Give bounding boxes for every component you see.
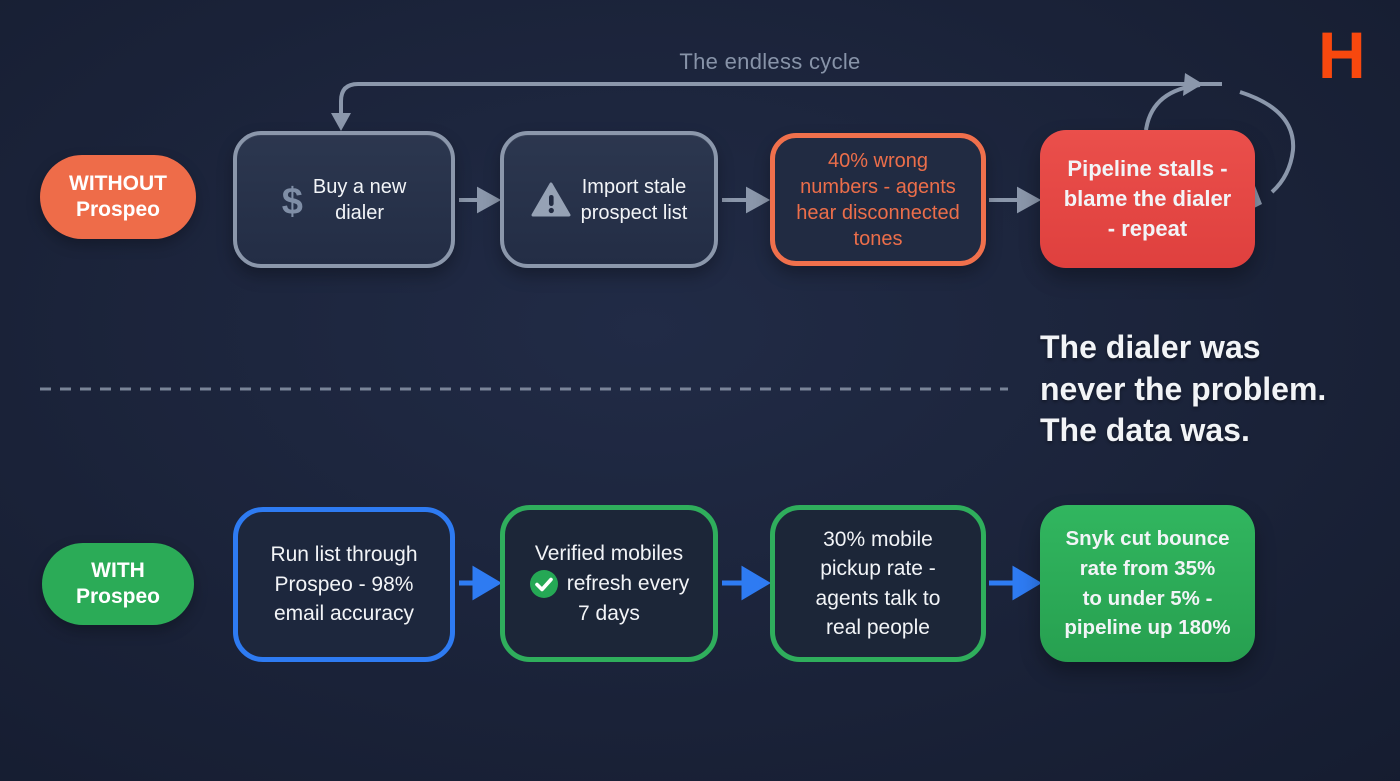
step-text: Snyk cut bounce — [1065, 527, 1230, 551]
step-text: refresh every — [566, 571, 690, 595]
step-text: dialer — [335, 201, 385, 224]
badge-line: WITH — [91, 558, 145, 582]
step-pipeline-stalls: Pipeline stalls - blame the dialer - rep… — [1040, 130, 1255, 268]
step-text: numbers - agents — [800, 175, 956, 198]
step-run-list-prospeo: Run list through Prospeo - 98% email acc… — [233, 507, 455, 662]
step-text: hear disconnected — [796, 201, 960, 224]
endless-cycle-line — [339, 82, 1222, 114]
endless-cycle-label: The endless cycle — [679, 49, 861, 74]
step-text: 40% wrong — [827, 149, 929, 172]
step-text: blame the dialer — [1063, 186, 1232, 212]
step-buy-new-dialer: $ Buy a new dialer — [233, 131, 455, 268]
step-text: pickup rate - — [820, 557, 936, 581]
step-import-stale-list: Import stale prospect list — [500, 131, 718, 268]
dollar-icon: $ — [281, 180, 303, 223]
step-text: Buy a new — [312, 175, 407, 198]
step-snyk-result: Snyk cut bounce rate from 35% to under 5… — [1040, 505, 1255, 662]
step-text: - repeat — [1107, 215, 1188, 241]
without-prospeo-badge: WITHOUT Prospeo — [40, 155, 196, 239]
flow-arrow-icon — [1017, 186, 1042, 214]
badge-line: Prospeo — [75, 585, 161, 608]
loop-arrow-icon — [1183, 73, 1203, 96]
step-text: Import stale — [581, 175, 687, 198]
step-text: 30% mobile — [823, 527, 933, 551]
step-text: Prospeo - 98% — [274, 572, 414, 596]
warning-icon — [531, 182, 571, 216]
headline: The dialer was never the problem. The da… — [1040, 327, 1400, 452]
flow-arrow-icon — [1012, 565, 1042, 601]
step-text: real people — [826, 615, 930, 639]
step-wrong-numbers: 40% wrong numbers - agents hear disconne… — [770, 133, 986, 266]
step-mobile-pickup-rate: 30% mobile pickup rate - agents talk to … — [770, 505, 986, 662]
step-text: prospect list — [580, 201, 688, 224]
headline-line: The dialer was — [1040, 329, 1261, 365]
step-text: agents talk to — [815, 586, 941, 610]
step-text: Pipeline stalls - — [1067, 156, 1228, 182]
headline-line: never the problem. — [1040, 370, 1327, 407]
loop-arrow-icon — [331, 113, 351, 131]
with-prospeo-badge: WITH Prospeo — [42, 543, 194, 625]
flow-arrow-icon — [746, 186, 771, 214]
step-text: Verified mobiles — [534, 542, 684, 566]
loop-arc-left — [1144, 83, 1201, 131]
check-icon — [529, 569, 558, 598]
brand-h-logo: H — [1318, 18, 1366, 92]
step-text: pipeline up 180% — [1064, 616, 1231, 640]
flow-arrow-icon — [741, 565, 771, 601]
step-text: rate from 35% — [1079, 556, 1216, 580]
step-text: 7 days — [578, 601, 640, 625]
headline-line: The data was. — [1040, 412, 1250, 449]
badge-line: WITHOUT — [69, 171, 167, 195]
step-verified-mobiles: Verified mobiles refresh every 7 days — [500, 505, 718, 662]
badge-line: Prospeo — [75, 198, 161, 221]
flow-arrow-icon — [477, 186, 502, 214]
step-text: Run list through — [270, 543, 418, 567]
step-text: tones — [853, 227, 903, 250]
step-text: email accuracy — [273, 602, 415, 626]
step-text: to under 5% - — [1082, 586, 1213, 610]
flow-arrow-icon — [472, 565, 502, 601]
